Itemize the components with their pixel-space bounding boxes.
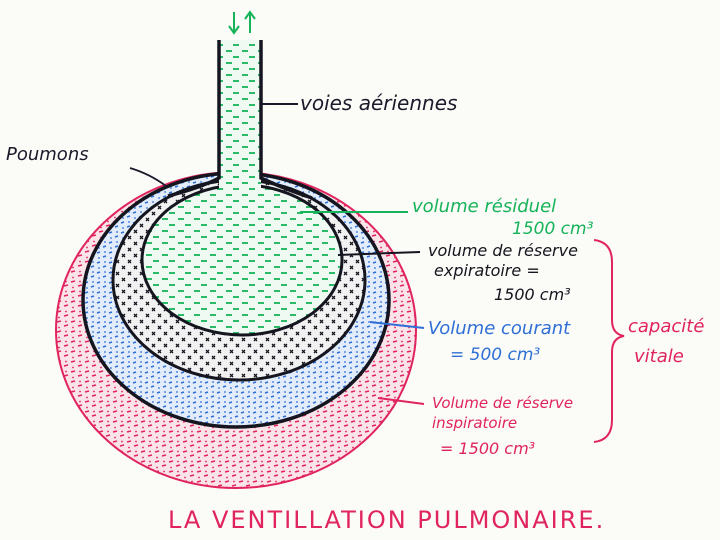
airway-wall-right [259, 40, 313, 200]
tidal-leader-line [369, 321, 425, 329]
erv-leader-line [337, 251, 421, 256]
irv-label-line1: Volume de réserve [432, 394, 573, 412]
airway-wall-left [167, 40, 221, 198]
irv-label-line2: inspiratoire [432, 414, 517, 432]
tidal-volume-label: Volume courant [428, 318, 571, 339]
diagram-title: LA VENTILLATION PULMONAIRE. [168, 506, 605, 534]
irv-value: = 1500 cm³ [440, 439, 535, 458]
tidal-volume-value: = 500 cm³ [450, 345, 540, 365]
residual-volume-label: volume résiduel [412, 196, 556, 217]
airway-tube [219, 40, 261, 190]
vital-capacity-brace [593, 239, 625, 443]
vital-capacity-label-line1: capacité [628, 316, 704, 337]
residual-volume-value: 1500 cm³ [512, 219, 594, 239]
erv-label-line1: volume de réserve [428, 241, 578, 260]
vital-capacity-label-line2: vitale [634, 346, 684, 367]
residual-volume-region [140, 183, 344, 337]
erv-value: 1500 cm³ [494, 285, 571, 304]
irv-leader-line [377, 397, 425, 405]
erv-label-line2: expiratoire = [434, 261, 540, 280]
airflow-arrows-icon [228, 10, 256, 35]
lungs-label: Poumons [6, 144, 89, 165]
airways-label: voies aériennes [300, 91, 457, 115]
lungs-leader-line [129, 167, 167, 187]
